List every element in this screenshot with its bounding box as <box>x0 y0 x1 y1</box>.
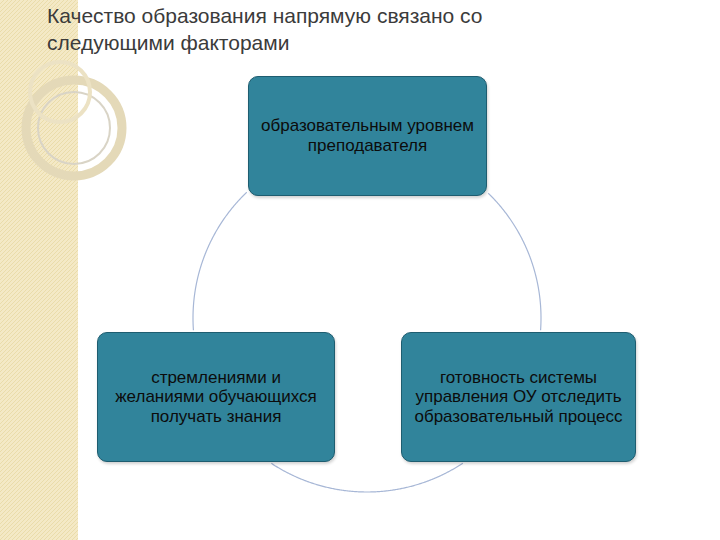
cycle-arc <box>488 193 541 330</box>
factor-text: готовность системы управления ОУ отследи… <box>414 368 623 427</box>
factor-text: образовательным уровнем преподавателя <box>261 116 474 155</box>
slide-title: Качество образования напрямую связано со… <box>47 2 567 57</box>
cycle-arc <box>193 192 247 330</box>
factor-box: стремлениями и желаниями обучающихся пол… <box>97 332 335 462</box>
deco-ring <box>30 62 90 122</box>
factor-box: образовательным уровнем преподавателя <box>248 76 487 196</box>
cycle-arc <box>271 463 463 492</box>
factor-box: готовность системы управления ОУ отследи… <box>401 332 636 462</box>
deco-ring <box>38 92 110 164</box>
deco-ring <box>26 80 122 176</box>
factor-text: стремлениями и желаниями обучающихся пол… <box>110 368 322 427</box>
